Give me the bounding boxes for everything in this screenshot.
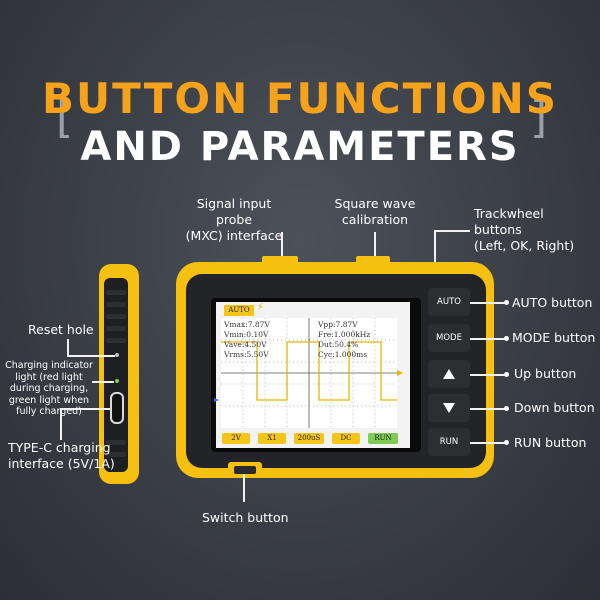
type-c-port[interactable] bbox=[110, 392, 124, 424]
switch-button-label: Switch button bbox=[202, 510, 289, 525]
type-c-label-line-1: TYPE-C charging bbox=[8, 440, 111, 455]
mode-leader-dot bbox=[504, 336, 509, 341]
charging-label-line-3: during charging, bbox=[9, 383, 89, 394]
side-rib bbox=[106, 440, 126, 445]
coupling-chip: DC bbox=[332, 433, 360, 444]
trackwheel-label-line-2: buttons bbox=[474, 222, 522, 237]
reading-vrms: Vrms:5.50V bbox=[224, 350, 269, 359]
auto-leader bbox=[470, 302, 506, 304]
trackwheel-label-line-1: Trackwheel bbox=[474, 206, 544, 221]
down-arrow-icon bbox=[443, 403, 455, 413]
down-button[interactable] bbox=[428, 394, 470, 422]
reset-hole-label: Reset hole bbox=[28, 322, 94, 337]
up-button-label: Up button bbox=[514, 366, 577, 381]
waveform-grid bbox=[214, 318, 403, 428]
probe-multiplier-chip: X1 bbox=[258, 433, 286, 444]
trackwheel-label-line-3: (Left, OK, Right) bbox=[474, 238, 575, 253]
square-wave-trace bbox=[221, 341, 397, 401]
up-button[interactable] bbox=[428, 360, 470, 388]
side-rib bbox=[106, 290, 126, 295]
trackwheel-leader-v bbox=[434, 230, 436, 262]
type-c-leader-v bbox=[60, 408, 62, 440]
down-leader-dot bbox=[504, 406, 509, 411]
reading-cycle: Cyc:1.000ms bbox=[318, 350, 368, 359]
signal-probe-label: Signal input probe (MXC) interface bbox=[184, 196, 284, 244]
charging-indicator-label: Charging indicator light (red light duri… bbox=[0, 360, 98, 418]
side-rib bbox=[106, 338, 126, 343]
reading-vpp: Vpp:7.87V bbox=[318, 320, 358, 329]
signal-probe-label-line-2: (MXC) interface bbox=[185, 228, 283, 243]
channel-marker bbox=[214, 398, 219, 402]
charging-label-line-1: Charging indicator bbox=[5, 360, 93, 371]
screen-mode-badge: AUTO bbox=[224, 305, 254, 316]
reading-frequency: Fre:1.000kHz bbox=[318, 330, 371, 339]
run-leader bbox=[470, 442, 506, 444]
type-c-label: TYPE-C charging interface (5V/1A) bbox=[8, 440, 115, 472]
reading-duty: Dut:50.4% bbox=[318, 340, 359, 349]
trackwheel-leader-h bbox=[434, 230, 470, 232]
side-rib bbox=[106, 314, 126, 319]
up-leader bbox=[470, 374, 506, 376]
auto-leader-dot bbox=[504, 300, 509, 305]
trigger-marker bbox=[397, 370, 403, 376]
type-c-label-line-2: interface (5V/1A) bbox=[8, 456, 115, 471]
reset-leader-v bbox=[67, 339, 69, 355]
square-wave-leader-line bbox=[374, 232, 376, 264]
auto-button[interactable]: AUTO bbox=[428, 288, 470, 316]
square-wave-label-line-2: calibration bbox=[341, 212, 409, 227]
side-rib bbox=[106, 452, 126, 457]
run-leader-dot bbox=[504, 440, 509, 445]
up-arrow-icon bbox=[443, 369, 455, 379]
title-line-2: AND PARAMETERS bbox=[80, 124, 520, 170]
reset-hole[interactable] bbox=[115, 353, 119, 357]
down-button-label: Down button bbox=[514, 400, 595, 415]
device-side-grip bbox=[104, 278, 128, 472]
mode-button-label: MODE button bbox=[512, 330, 596, 345]
left-bracket: [ bbox=[56, 92, 74, 143]
charging-leader bbox=[92, 381, 114, 383]
title-line-1: BUTTON FUNCTIONS bbox=[41, 74, 558, 123]
square-wave-label: Square wave calibration bbox=[330, 196, 420, 228]
charging-label-line-5: fully charged) bbox=[16, 406, 82, 417]
reset-leader-h bbox=[67, 355, 115, 357]
run-state-chip: RUN bbox=[368, 433, 398, 444]
run-button[interactable]: RUN bbox=[428, 428, 470, 456]
side-rib bbox=[106, 302, 126, 307]
reading-vmax: Vmax:7.87V bbox=[224, 320, 270, 329]
switch-button[interactable] bbox=[234, 466, 256, 474]
up-leader-dot bbox=[504, 372, 509, 377]
charging-label-line-4: green light when bbox=[8, 394, 90, 406]
square-wave-label-line-1: Square wave bbox=[334, 196, 416, 211]
signal-probe-leader-line bbox=[281, 232, 283, 266]
probe-connector bbox=[262, 256, 298, 264]
signal-probe-label-line-1: Signal input probe bbox=[196, 196, 272, 227]
timebase-chip: 200uS bbox=[294, 433, 324, 444]
down-leader bbox=[470, 408, 506, 410]
side-rib bbox=[106, 326, 126, 331]
switch-leader bbox=[243, 474, 245, 502]
reading-vave: Vave:4.50V bbox=[224, 340, 267, 349]
mode-leader bbox=[470, 338, 506, 340]
lightning-icon: ⚡ bbox=[257, 302, 265, 313]
auto-button-label: AUTO button bbox=[512, 295, 593, 310]
mode-button[interactable]: MODE bbox=[428, 324, 470, 352]
run-button-label: RUN button bbox=[514, 435, 587, 450]
charging-label-line-2: light (red light bbox=[15, 371, 83, 383]
calibration-connector bbox=[356, 256, 390, 264]
charging-indicator-light bbox=[115, 379, 119, 383]
voltage-scale-chip: 2V bbox=[222, 433, 250, 444]
right-bracket: ] bbox=[530, 92, 548, 143]
trackwheel-label: Trackwheel buttons (Left, OK, Right) bbox=[474, 206, 584, 254]
reading-vmin: Vmin:0.10V bbox=[224, 330, 269, 339]
type-c-leader-h bbox=[60, 408, 110, 410]
